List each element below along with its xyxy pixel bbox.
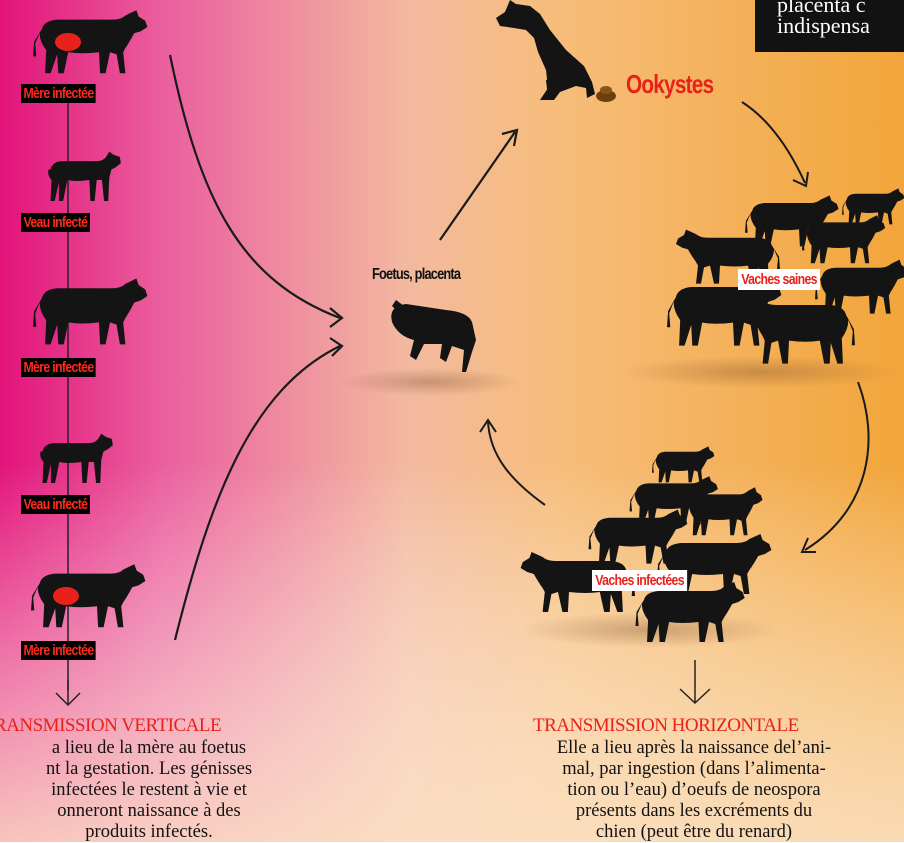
cow-icon [33,278,148,345]
corner-caption-line: indispensa [777,13,870,38]
foetus-mark-icon [53,587,79,605]
arrow-icon [55,680,81,707]
label-mere-infectee: Mère infectée [21,358,97,377]
label-vaches-saines: Vaches saines [738,269,821,290]
label-ookystes: Ookystes [626,69,714,99]
cow-icon [652,446,715,483]
arrow-icon [173,337,344,641]
label-vaches-infectees: Vaches infectées [592,570,688,591]
arrow-icon [439,128,519,241]
horizontal-transmission-title: TRANSMISSION HORIZONTALE [533,715,799,736]
dung-icon [596,86,616,102]
body-line: tion ou l’eau) d’oeufs de neospora [567,780,821,800]
body-line: produits infectés. [85,822,213,842]
dog-icon [496,0,595,100]
body-line: onneront naissance à des [57,801,241,821]
foetus-mark-icon [55,33,81,51]
arrow-icon [679,660,711,705]
corner-caption-box: placenta c indispensa [755,0,904,52]
calf-icon [40,433,113,483]
body-line: infectées le restent à vie et [51,780,247,800]
cow-icon [33,10,148,74]
cow-icon [30,564,146,628]
body-line: chien (peut être du renard) [595,822,793,842]
label-veau-infecte: Veau infecté [21,213,90,232]
body-line: a lieu de la mère au foetus [51,738,247,758]
label-mere-infectee: Mère infectée [21,84,97,103]
label-foetus-placenta: Foetus, placenta [372,266,461,283]
vertical-transmission-body: a lieu de la mère au foetus nt la gestat… [0,738,304,843]
body-line: nt la gestation. Les génisses [45,759,253,779]
body-line: présents dans les excréments du [575,801,813,821]
vertical-transmission-title: RANSMISSION VERTICALE [0,715,222,736]
body-line: Elle a lieu après la naissance del’ani- [556,738,832,758]
body-line: mal, par ingestion (dans l’alimenta- [562,759,826,779]
label-mere-infectee: Mère infectée [21,641,97,660]
horizontal-transmission-body: Elle a lieu après la naissance del’ani- … [494,738,894,843]
arrow-icon [479,418,546,506]
cow-icon [635,582,745,642]
arrow-icon [741,101,809,188]
calf-icon [48,151,121,201]
label-veau-infecte: Veau infecté [21,495,90,514]
arrow-icon [168,54,344,328]
arrow-icon [800,381,870,553]
corner-caption-line: placenta c [777,0,866,17]
foetus-icon [391,300,476,372]
